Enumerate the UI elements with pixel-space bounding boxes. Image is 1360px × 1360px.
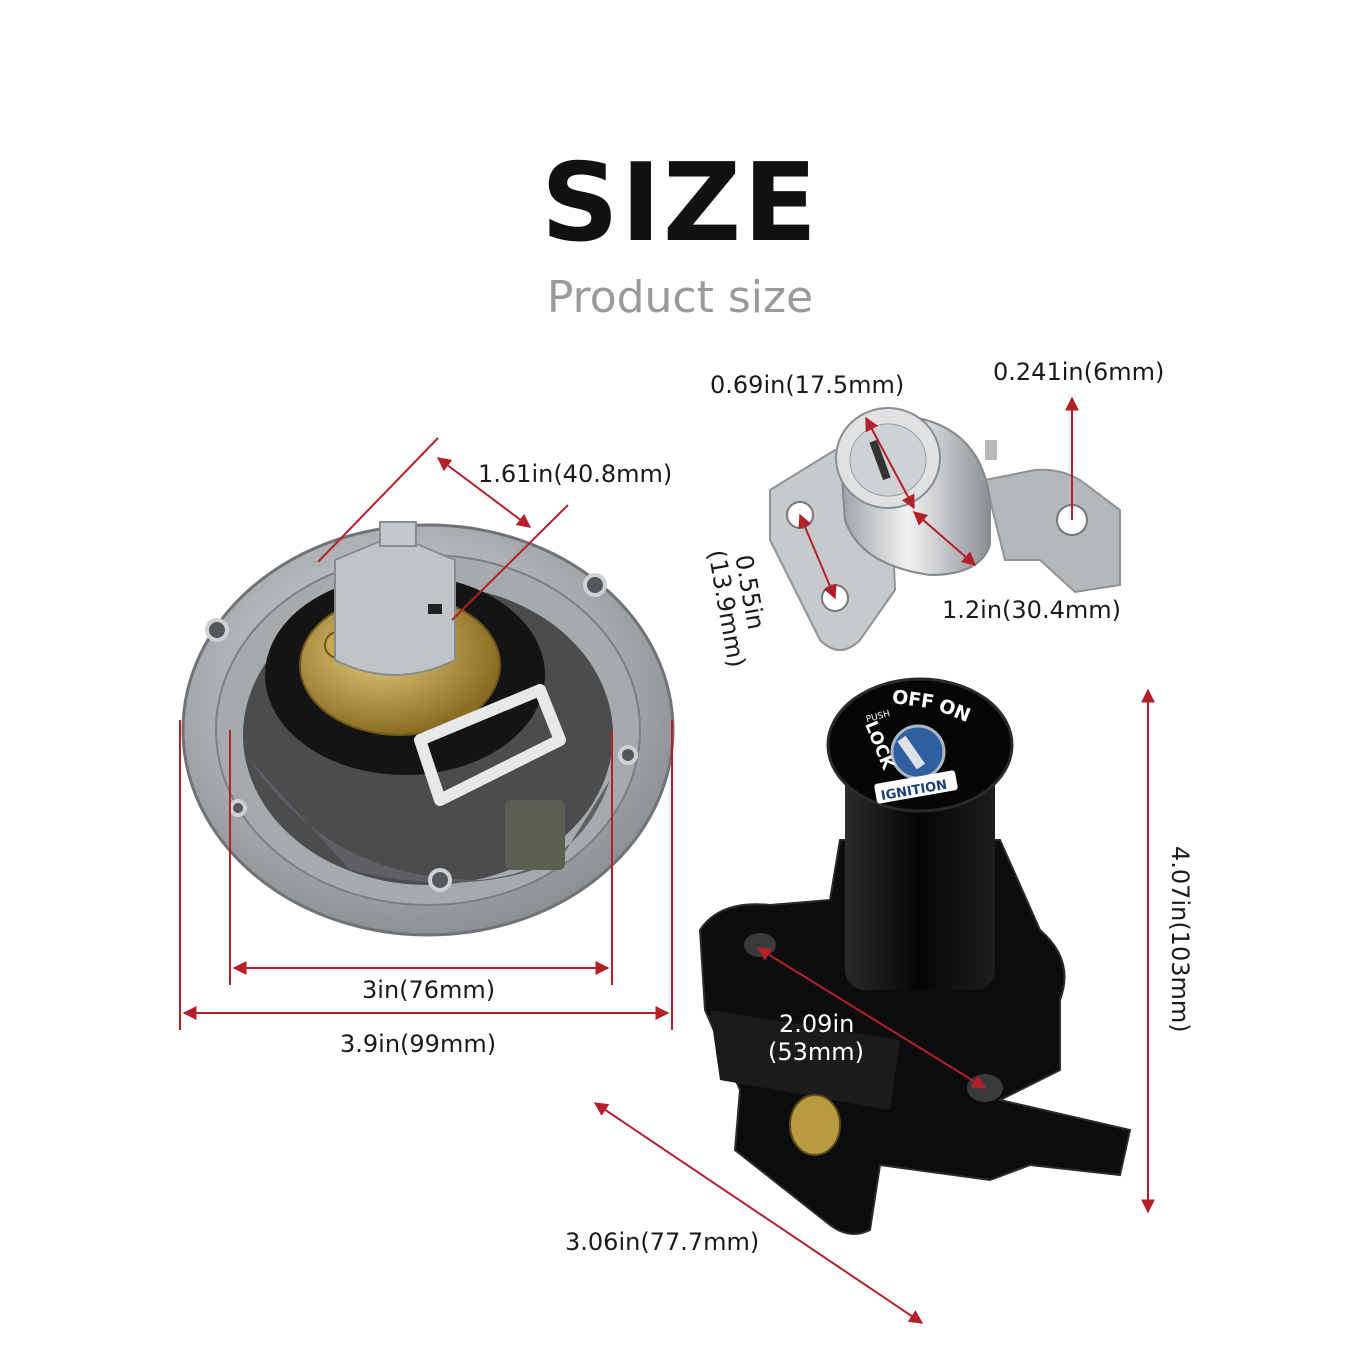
extension-line (317, 437, 439, 563)
label-ignition-hole-spacing-in: 2.09in (779, 1010, 855, 1038)
label-ignition-diagonal: 3.06in(77.7mm) (565, 1228, 760, 1256)
arrow-lock-length (912, 511, 977, 566)
label-cap-key-width: 1.61in(40.8mm) (478, 460, 673, 488)
label-lock-tab-thickness: 0.241in(6mm) (993, 358, 1165, 386)
fuel-cap-illustration (181, 521, 675, 937)
label-lock-cylinder-length: 1.2in(30.4mm) (942, 596, 1121, 624)
page-subtitle: Product size (546, 272, 814, 323)
label-lock-cylinder-diameter: 0.69in(17.5mm) (710, 371, 905, 399)
label-ignition-hole-spacing-mm: (53mm) (768, 1038, 865, 1066)
arrow-cap-key (436, 457, 532, 528)
label-cap-outer-diameter: 3.9in(99mm) (340, 1030, 497, 1058)
arrow-ignition-diagonal (593, 1102, 924, 1324)
ignition-switch-illustration: IGNITION OFF ON PUSH LOCK (698, 677, 1132, 1235)
page-title: SIZE (540, 141, 820, 266)
label-cap-inner-diameter: 3in(76mm) (362, 976, 496, 1004)
arrow-ignition-holes (756, 947, 987, 1089)
label-ignition-height: 4.07in(103mm) (1166, 846, 1194, 1033)
extension-line (451, 504, 569, 621)
arrow-lock-holes (798, 513, 837, 600)
dimension-lines (179, 396, 1155, 1324)
arrow-lock-cylinder (865, 416, 915, 510)
